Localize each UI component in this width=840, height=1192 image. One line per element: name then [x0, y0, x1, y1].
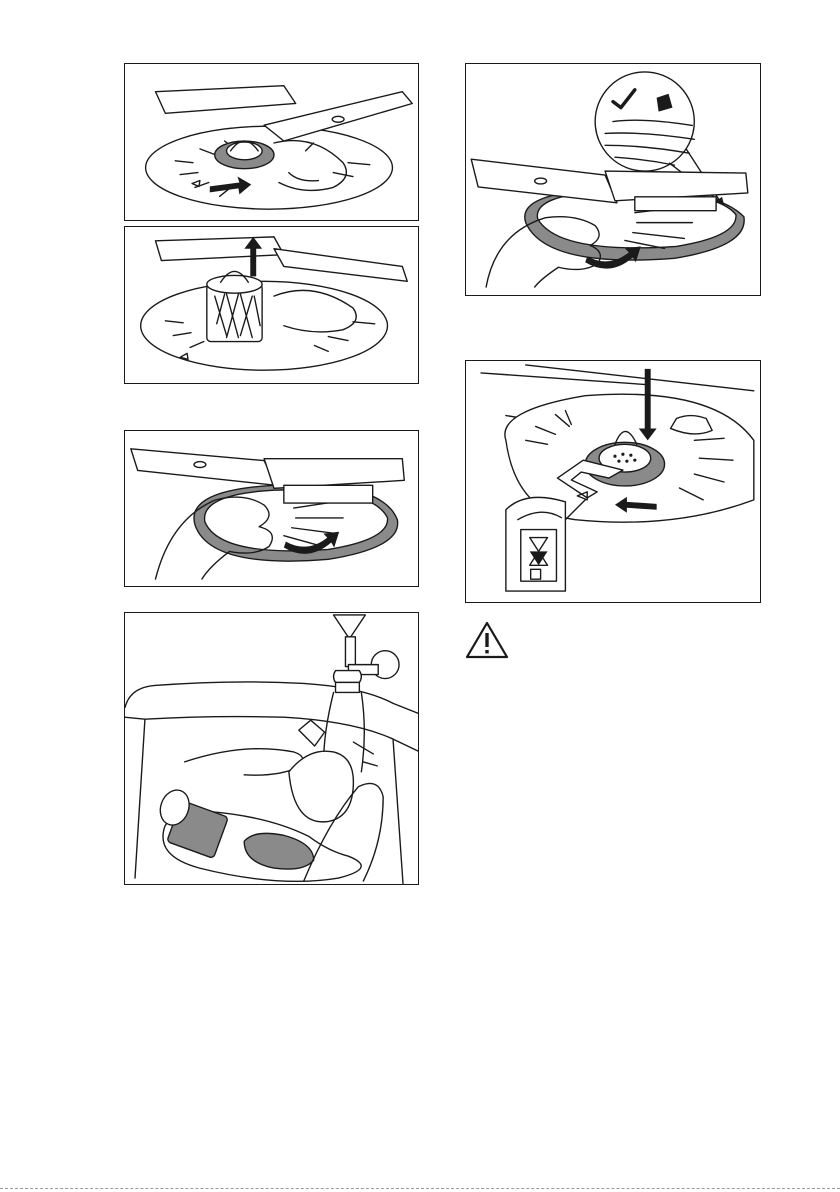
- filter-lock-illustration: [466, 361, 760, 602]
- filter-lift-illustration: [125, 227, 418, 383]
- figure-rinse-filters: [124, 612, 419, 885]
- flat-filter-illustration: [125, 431, 418, 586]
- figure-install-filter-lock: [465, 360, 761, 603]
- flat-filter-check-illustration: [466, 64, 760, 295]
- figure-remove-filter-turn: [124, 63, 419, 221]
- warning-triangle-icon: [464, 620, 510, 660]
- filter-turn-illustration: [125, 64, 418, 220]
- tap-rinse-illustration: [125, 613, 418, 884]
- page-bottom-rule: [0, 1188, 840, 1189]
- figure-remove-flat-filter: [124, 430, 419, 587]
- figure-install-flat-filter-check: [465, 63, 761, 296]
- figure-lift-filter: [124, 226, 419, 384]
